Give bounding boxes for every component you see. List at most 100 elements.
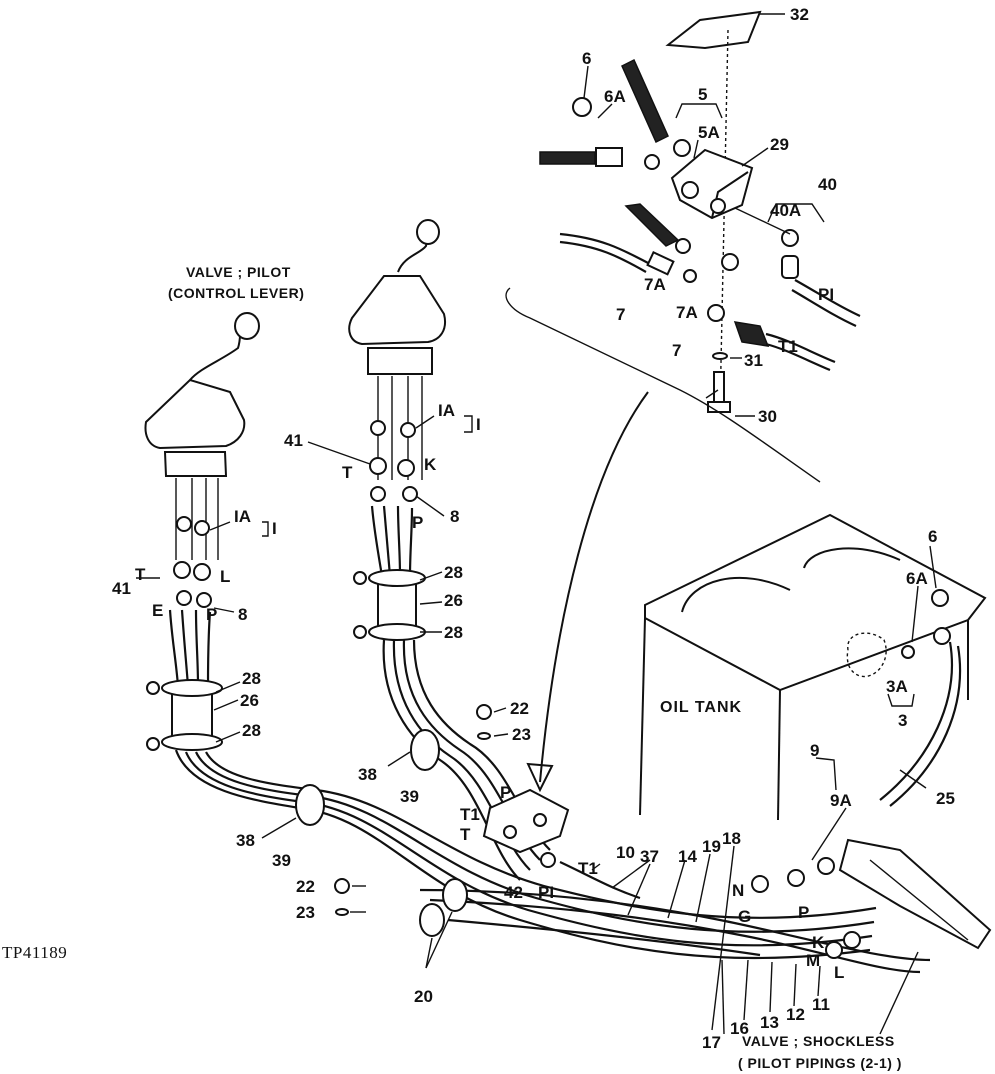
left-lever-knob bbox=[234, 312, 260, 340]
port-letter: L bbox=[220, 567, 230, 586]
clamp-20b bbox=[419, 903, 445, 937]
part-number: 7 bbox=[672, 341, 681, 360]
port-letter: PI bbox=[538, 883, 554, 902]
part-number: 11 bbox=[812, 995, 830, 1014]
port-letter: T1 bbox=[778, 337, 798, 356]
pilot-valve-caption-line1: VALVE ; PILOT bbox=[186, 264, 291, 280]
part-number: 40 bbox=[818, 175, 837, 194]
oil-tank bbox=[639, 513, 987, 821]
part-number: 22 bbox=[296, 877, 315, 896]
leader-lines bbox=[136, 65, 937, 1035]
port-letter: PI bbox=[818, 285, 834, 304]
part-number: 32 bbox=[790, 5, 809, 24]
part-number: 9A bbox=[830, 791, 852, 810]
part-number: 40A bbox=[770, 201, 801, 220]
shockless-valve-body bbox=[838, 838, 992, 950]
clamp-20a bbox=[442, 878, 468, 912]
part-number: 39 bbox=[272, 851, 291, 870]
detail-valve-block-group bbox=[505, 10, 861, 793]
port-letter: P bbox=[206, 605, 217, 624]
port-letter: K bbox=[812, 933, 825, 952]
port-letter: L bbox=[834, 963, 844, 982]
part-number: 37 bbox=[640, 847, 659, 866]
left-pilot-valve bbox=[144, 312, 260, 751]
part-number: 26 bbox=[444, 591, 463, 610]
valve-block-29 bbox=[670, 148, 754, 220]
part-number: 5 bbox=[698, 85, 707, 104]
port-letter: T bbox=[460, 825, 471, 844]
part-number: 25 bbox=[936, 789, 955, 808]
part-number: 6 bbox=[928, 527, 937, 546]
junction-block-42 bbox=[482, 788, 641, 900]
part-number: 23 bbox=[296, 903, 315, 922]
part-number: 16 bbox=[730, 1019, 749, 1038]
clamp-39-left bbox=[295, 784, 325, 826]
shockless-valve-caption-line2: ( PILOT PIPINGS (2-1) ) bbox=[738, 1055, 902, 1071]
shockless-valve-caption-line1: VALVE ; SHOCKLESS bbox=[742, 1033, 895, 1049]
part-number: 17 bbox=[702, 1033, 721, 1052]
part-number: 6A bbox=[906, 569, 928, 588]
port-letter: G bbox=[738, 907, 751, 926]
port-letter: P bbox=[798, 903, 809, 922]
port-letter: T bbox=[135, 565, 146, 584]
part-number: I bbox=[272, 519, 277, 538]
right-lever-knob bbox=[416, 219, 440, 245]
part-number: 39 bbox=[400, 787, 419, 806]
port-letter: P bbox=[500, 783, 511, 802]
part-number: 41 bbox=[284, 431, 303, 450]
part-number: 28 bbox=[444, 623, 463, 642]
part-number: 10 bbox=[616, 843, 635, 862]
part-number: 9 bbox=[810, 741, 819, 760]
bracket-32 bbox=[665, 10, 762, 50]
port-letter: P bbox=[412, 513, 423, 532]
oil-tank-label: OIL TANK bbox=[660, 699, 742, 716]
part-number: 6A bbox=[604, 87, 626, 106]
port-letter: N bbox=[732, 881, 744, 900]
part-number: IA bbox=[438, 401, 455, 420]
part-number: 7A bbox=[676, 303, 698, 322]
part-number: 19 bbox=[702, 837, 721, 856]
figure-id: TP41189 bbox=[2, 943, 67, 962]
part-number: 38 bbox=[236, 831, 255, 850]
left-valve-boot bbox=[144, 378, 246, 450]
part-number: 28 bbox=[242, 721, 261, 740]
pilot-valve-caption-line2: (CONTROL LEVER) bbox=[168, 285, 304, 301]
port-letter: T1 bbox=[578, 859, 598, 878]
part-number: IA bbox=[234, 507, 251, 526]
part-number: 7A bbox=[644, 275, 666, 294]
part-number: 8 bbox=[450, 507, 459, 526]
part-number: 14 bbox=[678, 847, 697, 866]
port-letter: T bbox=[342, 463, 353, 482]
part-number: 22 bbox=[510, 699, 529, 718]
port-letter: T1 bbox=[460, 805, 480, 824]
part-number: 28 bbox=[444, 563, 463, 582]
part-number: 13 bbox=[760, 1013, 779, 1032]
part-number: 18 bbox=[722, 829, 741, 848]
part-number: 6 bbox=[582, 49, 591, 68]
port-letter: E bbox=[152, 601, 163, 620]
hose-end-upper bbox=[539, 151, 596, 165]
right-pilot-valve bbox=[348, 219, 446, 641]
part-number: 28 bbox=[242, 669, 261, 688]
part-number: 8 bbox=[238, 605, 247, 624]
part-number: 7 bbox=[616, 305, 625, 324]
part-number: 31 bbox=[744, 351, 763, 370]
part-number: 42 bbox=[504, 883, 523, 902]
part-number: 3 bbox=[898, 711, 907, 730]
part-number: 5A bbox=[698, 123, 720, 142]
part-number: 3A bbox=[886, 677, 908, 696]
part-number: 23 bbox=[512, 725, 531, 744]
part-number: 41 bbox=[112, 579, 131, 598]
shockless-valve bbox=[751, 838, 992, 959]
port-letter: M bbox=[806, 951, 820, 970]
port-letter: K bbox=[424, 455, 437, 474]
part-number: 38 bbox=[358, 765, 377, 784]
clamp-39-right bbox=[410, 729, 440, 771]
part-number: 12 bbox=[786, 1005, 805, 1024]
part-number: I bbox=[476, 415, 481, 434]
part-number: 30 bbox=[758, 407, 777, 426]
part-number: 20 bbox=[414, 987, 433, 1006]
right-valve-boot bbox=[348, 275, 446, 346]
bolts-22-23 bbox=[334, 704, 492, 916]
